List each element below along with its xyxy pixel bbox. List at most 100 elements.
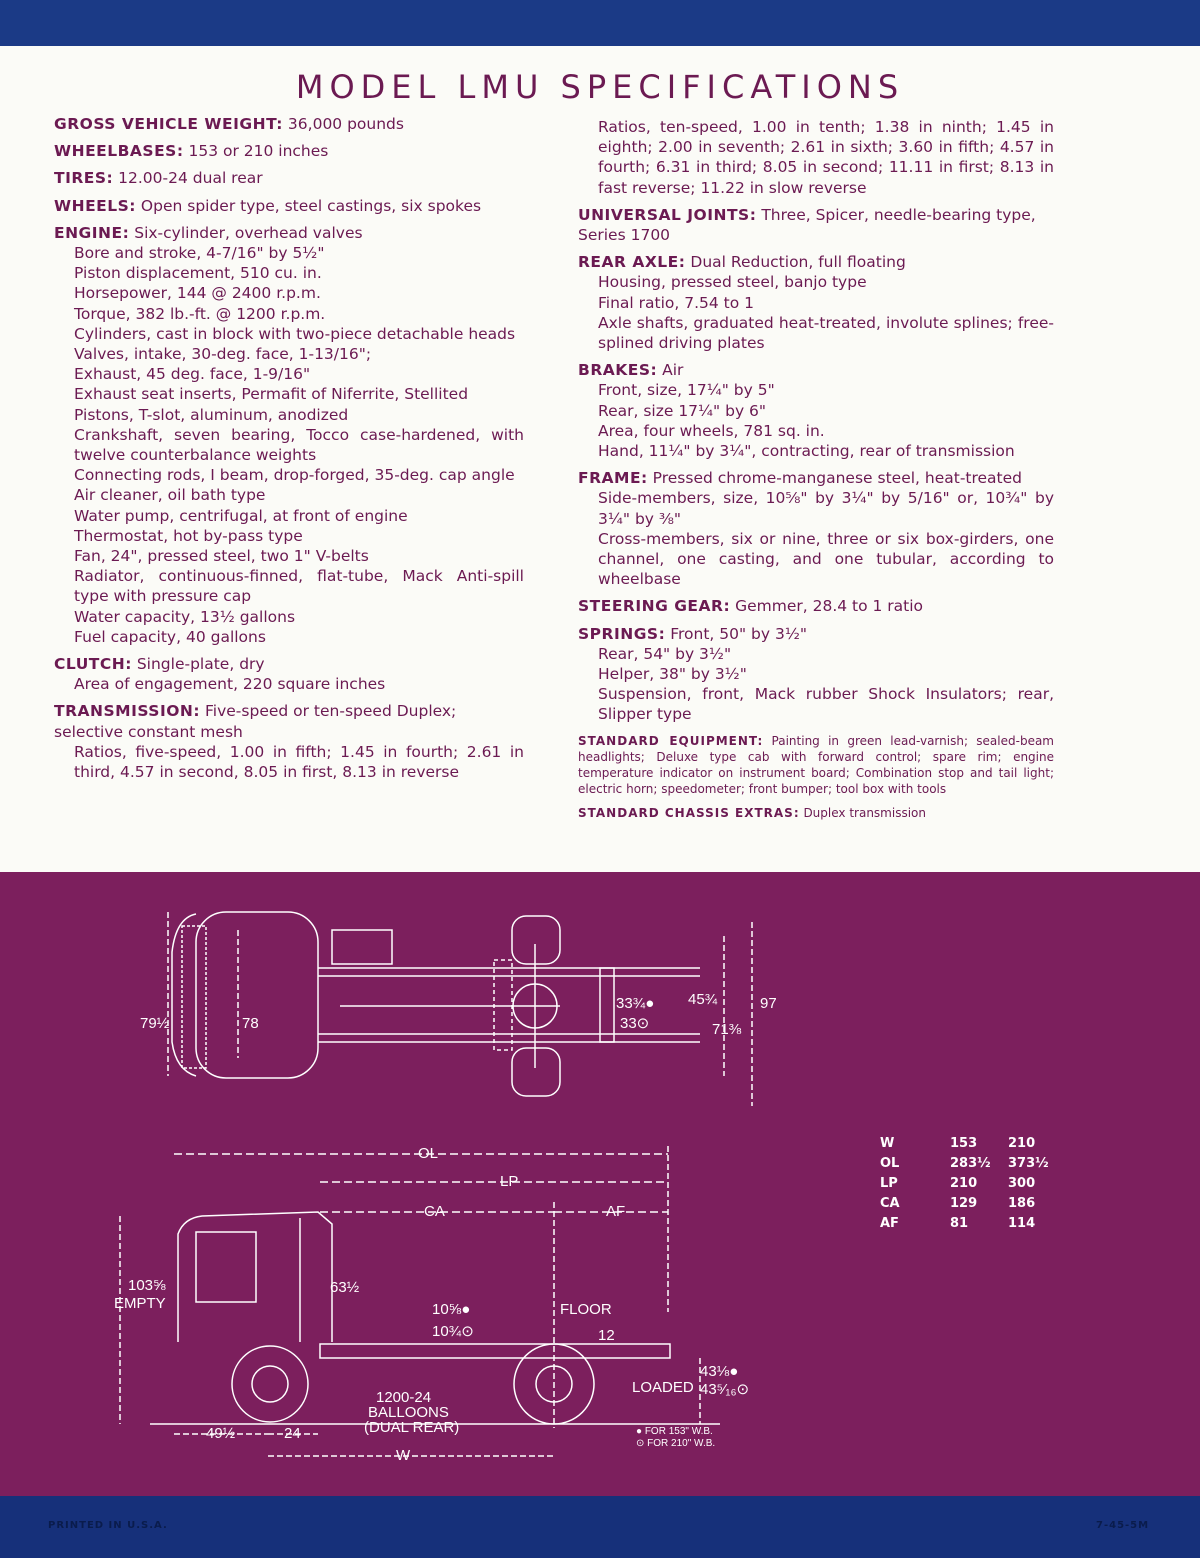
label-w: W [396,1447,411,1464]
spec-detail: Piston displacement, 510 cu. in. [74,264,322,283]
footer-code: 7-45-5M [1096,1520,1150,1531]
rear-hub [535,1365,573,1403]
spec-label: BRAKES: [578,361,658,380]
label-49: 49½ [206,1425,236,1442]
note-210: ⊙ FOR 210" W.B. [636,1438,715,1449]
label-71: 71⅜ [712,1021,742,1038]
spec-label: STEERING GEAR: [578,597,731,616]
standard-equipment-label: STANDARD EQUIPMENT: [578,733,764,748]
spec-detail: Exhaust, 45 deg. face, 1-9/16" [74,365,311,384]
label-lp: LP [500,1173,518,1190]
dimension-cell: AF [880,1216,899,1231]
spec-page [0,46,1200,872]
label-78: 78 [242,1015,259,1032]
spec-value: Single-plate, dry [131,655,265,674]
spec-heading: CLUTCH: Single-plate, dry [54,654,524,674]
spec-detail: Suspension, front, Mack rubber Shock Ins… [598,685,1054,724]
spec-heading: TRANSMISSION: Five-speed or ten-speed Du… [54,701,524,741]
label-12: 12 [598,1327,615,1344]
dimension-cell: 129 [950,1196,978,1211]
spec-label: CLUTCH: [54,655,132,674]
spec-heading: TIRES: 12.00-24 dual rear [54,168,524,188]
chassis-drawings: 79½ 78 33¾● 33⊙ 45¾ 71⅜ 97 OL LP [114,911,777,1464]
label-79: 79½ [140,1015,170,1032]
label-empty: EMPTY [114,1295,166,1312]
standard-equipment: STANDARD EQUIPMENT: Painting in green le… [578,733,1054,797]
label-24: 24 [284,1425,301,1442]
dimension-cell: 114 [1008,1216,1036,1231]
spec-detail: Thermostat, hot by-pass type [74,526,303,545]
top-view-drawing: 79½ 78 33¾● 33⊙ 45¾ 71⅜ 97 [140,911,777,1106]
bumper [181,925,207,1069]
label-10b: 10¾⊙ [432,1323,474,1340]
spec-detail: Air cleaner, oil bath type [74,486,266,505]
spec-detail: Cross-members, six or nine, three or six… [598,529,1054,589]
label-33a: 33¾● [616,995,654,1012]
label-103: 103⅝ [128,1277,166,1294]
spec-label: ENGINE: [54,223,130,242]
label-tire-2: BALLOONS [368,1404,449,1421]
spec-label: FRAME: [578,469,648,488]
label-97: 97 [760,995,777,1012]
spec-value: 36,000 pounds [283,115,404,133]
spec-section: REAR AXLE: Dual Reduction, full floating… [578,252,1054,353]
dimension-cell: CA [880,1196,900,1211]
spec-detail: Axle shafts, graduated heat-treated, inv… [598,313,1054,353]
dimension-cell: 153 [950,1136,978,1151]
dimension-row: CA 129 186 [880,1196,1068,1216]
chassis-extras-text: Duplex transmission [799,805,926,820]
spec-label: TRANSMISSION: [54,702,201,721]
dimension-cell: 186 [1008,1196,1036,1211]
rear-tire-left [511,915,561,965]
spec-detail: Fuel capacity, 40 gallons [74,627,266,646]
dimension-cell: 300 [1008,1176,1036,1191]
spec-label: TIRES: [54,169,114,188]
side-view-drawing: OL LP CA AF 103⅝ EMPTY 63½ 10⅝● 10¾⊙ FLO… [114,1145,749,1464]
label-floor: FLOOR [560,1301,612,1318]
fuel-tank [331,929,393,965]
chassis-extras: STANDARD CHASSIS EXTRAS: Duplex transmis… [578,805,1054,821]
frame-side [319,1343,671,1359]
spec-detail: Connecting rods, I beam, drop-forged, 35… [74,466,515,485]
spec-detail: Fan, 24", pressed steel, two 1" V-belts [74,547,369,566]
spec-detail: Housing, pressed steel, banjo type [598,273,867,292]
label-tire-1: 1200-24 [376,1389,431,1406]
label-45: 45¾ [688,991,718,1008]
spec-detail: Pistons, T-slot, aluminum, anodized [74,405,349,424]
spec-section: UNIVERSAL JOINTS: Three, Spicer, needle-… [578,205,1054,245]
front-wheel [231,1345,309,1423]
spec-detail: Final ratio, 7.54 to 1 [598,293,755,312]
label-tire-3: (DUAL REAR) [364,1419,459,1436]
label-63: 63½ [330,1279,360,1296]
cab-window [195,1231,257,1303]
spec-heading: UNIVERSAL JOINTS: Three, Spicer, needle-… [578,205,1054,245]
spec-detail: Water capacity, 13½ gallons [74,607,296,626]
dimension-cell: 210 [950,1176,978,1191]
spec-heading: GROSS VEHICLE WEIGHT: 36,000 pounds [54,114,524,134]
spec-heading: WHEELBASES: 153 or 210 inches [54,141,524,161]
spec-heading: SPRINGS: Front, 50" by 3½" [578,624,1054,644]
spec-section: WHEELBASES: 153 or 210 inches [54,141,524,161]
spec-section: GROSS VEHICLE WEIGHT: 36,000 pounds [54,114,524,134]
label-af: AF [606,1203,625,1220]
spec-heading: BRAKES: Air [578,360,1054,380]
spec-detail: Horsepower, 144 @ 2400 r.p.m. [74,284,321,303]
spec-value: Three, Spicer, needle-bearing type, Seri… [578,205,1036,245]
spec-detail: Area, four wheels, 781 sq. in. [598,421,825,440]
dimension-cell: 210 [1008,1136,1036,1151]
spec-column-right: Ratios, ten-speed, 1.00 in tenth; 1.38 i… [578,117,1054,821]
top-border [0,0,1200,46]
rear-cross-member [599,967,615,1043]
chassis-extras-label: STANDARD CHASSIS EXTRAS: [578,805,800,820]
spec-value: 153 or 210 inches [183,142,329,161]
label-loaded: LOADED [632,1379,694,1396]
cross-member [493,959,513,1051]
spec-value: Open spider type, steel castings, six sp… [135,196,482,215]
